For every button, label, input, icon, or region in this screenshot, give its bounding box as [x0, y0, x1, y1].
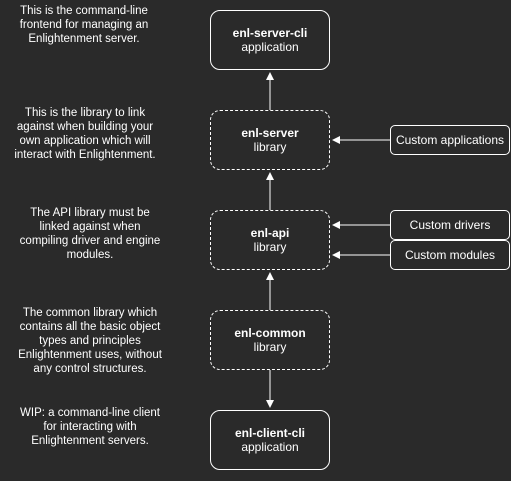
note-api: The API library must be linked against w…	[19, 207, 161, 261]
node-subtitle: library	[253, 240, 287, 254]
node-subtitle: application	[241, 40, 299, 54]
box-custom-drivers[interactable]: Custom drivers	[390, 210, 510, 240]
node-title: enl-server-cli	[232, 26, 308, 40]
node-enl-server-cli[interactable]: enl-server-cli application	[210, 10, 330, 70]
note-client-cli: WIP: a command-line client for interacti…	[20, 407, 160, 447]
node-enl-server[interactable]: enl-server library	[210, 110, 330, 170]
node-enl-client-cli[interactable]: enl-client-cli application	[210, 410, 330, 470]
node-enl-api[interactable]: enl-api library	[210, 210, 330, 270]
note-common: The common library which contains all th…	[18, 307, 162, 375]
node-enl-common[interactable]: enl-common library	[210, 310, 330, 370]
node-title: enl-server	[241, 126, 299, 140]
note-server: This is the library to link against when…	[14, 107, 156, 161]
node-title: enl-client-cli	[234, 426, 305, 440]
box-custom-modules[interactable]: Custom modules	[390, 240, 510, 270]
node-title: enl-api	[250, 226, 290, 240]
box-custom-applications[interactable]: Custom applications	[390, 125, 510, 155]
node-subtitle: application	[241, 440, 299, 454]
node-subtitle: library	[253, 140, 287, 154]
node-title: enl-common	[234, 326, 306, 340]
node-subtitle: library	[253, 340, 287, 354]
note-server-cli: This is the command-line frontend for ma…	[19, 5, 149, 45]
